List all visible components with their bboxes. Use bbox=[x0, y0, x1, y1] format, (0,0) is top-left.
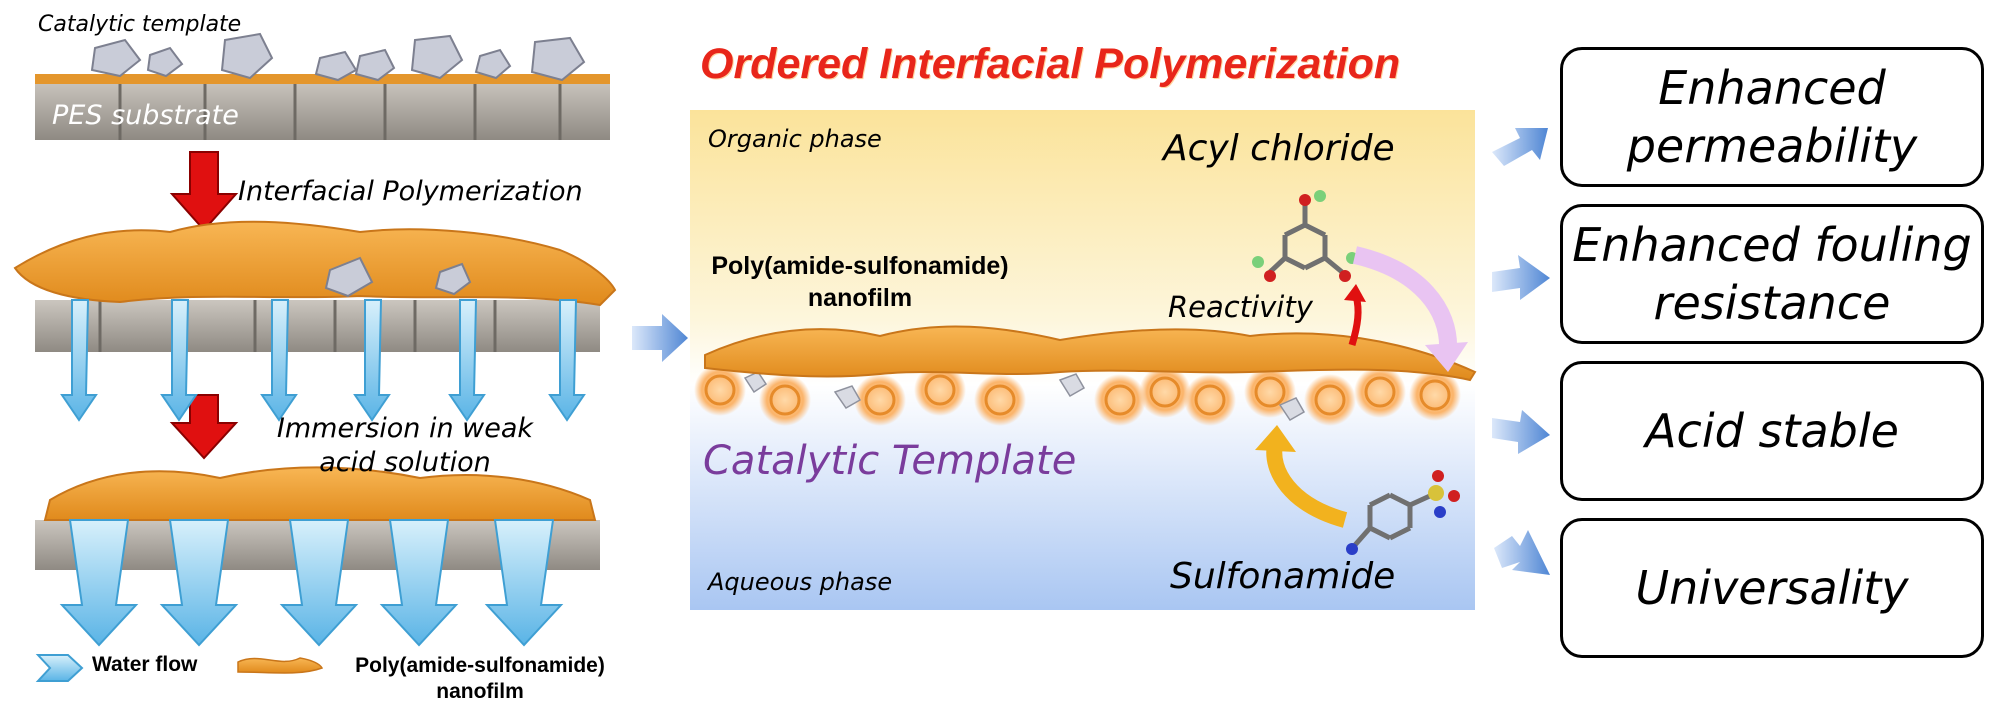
center-catalytic-template-label: Catalytic Template bbox=[703, 438, 1077, 484]
immersion-label: Immersion in weak acid solution bbox=[255, 412, 555, 480]
catalytic-template-spheres bbox=[694, 364, 1461, 426]
center-nanofilm-line-1: Poly(amide-sulfonamide) bbox=[711, 252, 1009, 280]
nanofilm-center bbox=[704, 325, 1477, 382]
box-2-line-2: resistance bbox=[1653, 276, 1891, 330]
reactivity-label: Reactivity bbox=[1168, 290, 1313, 324]
box-1-line-2: permeability bbox=[1626, 119, 1918, 173]
center-nanofilm-line-2: nanofilm bbox=[807, 284, 913, 312]
box-1-line-1: Enhanced bbox=[1658, 61, 1886, 115]
pes-substrate-middle bbox=[35, 300, 600, 352]
sulfonamide-label: Sulfonamide bbox=[1170, 556, 1396, 597]
legend-water-flow-label: Water flow bbox=[92, 653, 198, 676]
box-arrow-1 bbox=[1492, 128, 1548, 166]
immersion-line-2: acid solution bbox=[319, 447, 491, 478]
immersion-line-1: Immersion in weak bbox=[276, 413, 534, 444]
pink-curved-arrow-icon bbox=[1352, 246, 1468, 372]
catalytic-template-label: Catalytic template bbox=[38, 12, 242, 37]
legend-nanofilm-icon bbox=[237, 657, 324, 674]
red-down-arrow-2 bbox=[169, 394, 239, 460]
red-down-arrow-1 bbox=[169, 151, 239, 232]
water-flow-arrows-bottom bbox=[59, 519, 564, 647]
nanofilm-middle bbox=[13, 220, 617, 307]
box-4-line-1: Universality bbox=[1635, 561, 1909, 615]
legend-nanofilm-label: Poly(amide-sulfonamide) nanofilm bbox=[330, 653, 630, 705]
box-arrow-3 bbox=[1492, 410, 1550, 454]
interfacial-polymerization-label: Interfacial Polymerization bbox=[238, 176, 583, 207]
yellow-curved-arrow-icon bbox=[1255, 425, 1348, 528]
left-to-center-arrow bbox=[632, 314, 688, 362]
box-arrow-4 bbox=[1494, 530, 1550, 575]
organic-phase-label: Organic phase bbox=[708, 125, 882, 153]
box-3-line-1: Acid stable bbox=[1645, 404, 1899, 458]
box-arrow-2 bbox=[1492, 255, 1550, 300]
center-title: Ordered Interfacial Polymerization bbox=[700, 40, 1401, 88]
legend-nanofilm-line-1: Poly(amide-sulfonamide) bbox=[355, 654, 605, 677]
water-flow-arrows-middle bbox=[60, 299, 586, 422]
legend-nanofilm-line-2: nanofilm bbox=[436, 680, 524, 703]
nanofilm-bottom bbox=[43, 466, 597, 521]
acyl-chloride-molecule bbox=[1252, 190, 1358, 282]
reactivity-arrow-icon bbox=[1344, 284, 1366, 347]
box-2-line-1: Enhanced fouling bbox=[1572, 218, 1972, 272]
legend-water-flow-icon bbox=[35, 654, 84, 682]
aqueous-phase-label: Aqueous phase bbox=[708, 568, 893, 596]
center-nanofilm-label: Poly(amide-sulfonamide) nanofilm bbox=[690, 250, 1030, 314]
sulfonamide-molecule bbox=[1346, 470, 1460, 555]
catalytic-template-particles-top bbox=[90, 32, 586, 82]
acid-stable-box: Acid stable bbox=[1560, 361, 1984, 501]
pes-substrate-label: PES substrate bbox=[52, 100, 239, 131]
pes-substrate-top bbox=[35, 74, 610, 140]
universality-box: Universality bbox=[1560, 518, 1984, 658]
acyl-chloride-label: Acyl chloride bbox=[1163, 128, 1395, 169]
